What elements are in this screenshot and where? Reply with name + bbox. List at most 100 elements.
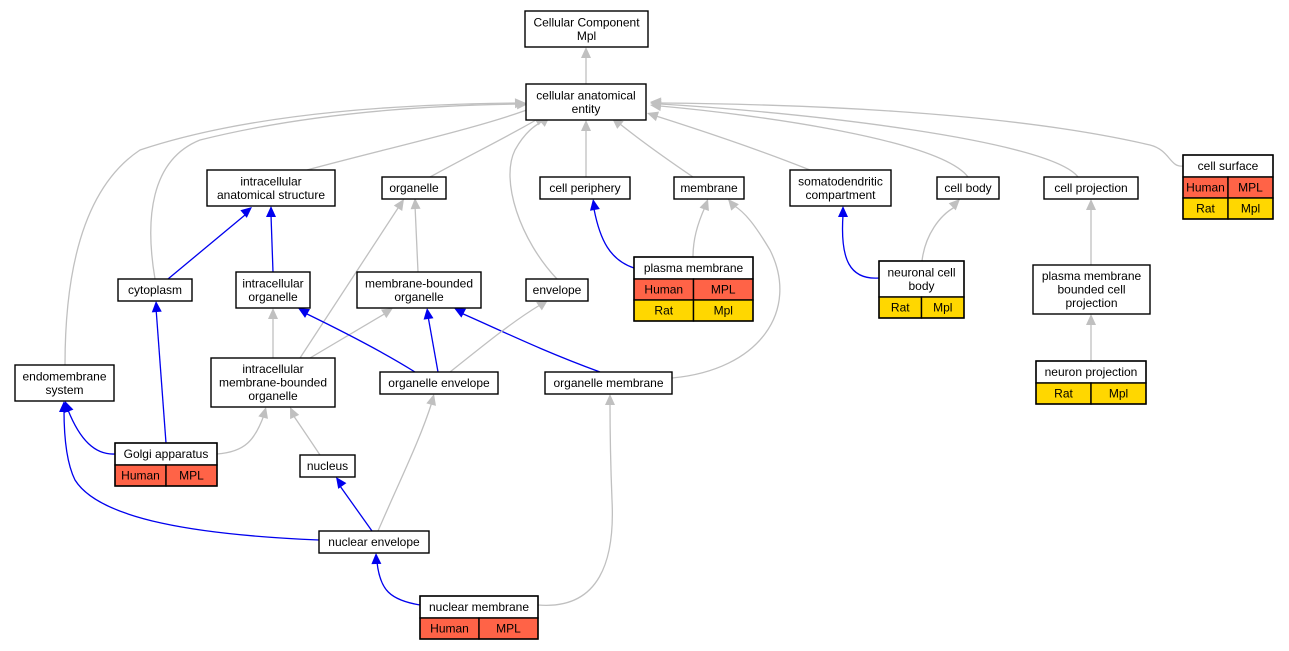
edge-arrowhead xyxy=(59,401,69,412)
node-label: body xyxy=(908,279,934,293)
edge-endomembrane-to-cae xyxy=(64,98,526,366)
species-cell-label: MPL xyxy=(496,622,521,636)
node-orgenvelope[interactable]: organelle envelope xyxy=(379,371,499,395)
edge-arrowhead xyxy=(647,111,660,122)
node-organelle[interactable]: organelle xyxy=(381,176,447,200)
edge-line xyxy=(155,307,167,444)
edge-line xyxy=(292,414,321,456)
species-cell-label: Human xyxy=(644,283,683,297)
node-outline xyxy=(1035,360,1147,405)
node-cytoplasm[interactable]: cytoplasm xyxy=(117,278,193,302)
node-outline xyxy=(114,442,218,487)
node-label: neuronal cell xyxy=(887,265,955,279)
node-label: cell body xyxy=(944,181,991,195)
edge-plasmamembrane-to-cellperiphery xyxy=(589,199,635,269)
node-membrane[interactable]: membrane xyxy=(673,176,745,200)
edge-arrowhead xyxy=(258,407,268,419)
edge-imbo-to-intraorg xyxy=(268,308,278,358)
edges-layer xyxy=(59,47,1184,606)
edge-arrowhead xyxy=(1086,314,1096,325)
edge-orgmembrane-to-mbo xyxy=(454,308,601,373)
edge-cellperiphery-to-cae xyxy=(581,120,591,177)
node-label: organelle xyxy=(389,181,439,195)
edge-cellsurface-to-cae xyxy=(650,97,1184,167)
edge-line xyxy=(306,107,533,171)
node-box xyxy=(235,271,311,309)
edge-line xyxy=(655,115,811,171)
edge-line xyxy=(309,312,387,359)
node-box xyxy=(673,176,745,200)
node-label: nuclear envelope xyxy=(328,535,420,549)
node-box xyxy=(936,176,1000,200)
node-nucleus[interactable]: nucleus xyxy=(299,454,356,478)
node-label: membrane-bounded xyxy=(219,376,327,390)
node-box xyxy=(1032,264,1151,315)
node-label: cell projection xyxy=(1054,181,1127,195)
node-envelope[interactable]: envelope xyxy=(525,278,589,302)
edge-pmbcp-to-cellprojection xyxy=(1086,199,1096,265)
edge-arrowhead xyxy=(393,199,404,211)
edge-line xyxy=(216,414,265,455)
edge-line xyxy=(449,304,541,373)
node-label: cell periphery xyxy=(549,181,620,195)
edge-line xyxy=(429,119,537,178)
node-label: anatomical structure xyxy=(217,188,325,202)
node-nuclearenvelope[interactable]: nuclear envelope xyxy=(318,530,430,554)
node-outline xyxy=(878,260,965,319)
edge-line xyxy=(841,214,880,279)
edge-line xyxy=(377,401,433,532)
edge-line xyxy=(339,485,373,532)
edge-line xyxy=(414,204,419,273)
node-outline xyxy=(1182,154,1274,220)
edge-neuronalcellbody-to-somato xyxy=(838,206,880,279)
node-label: Mpl xyxy=(577,29,596,43)
edge-plasmamembrane-to-membrane xyxy=(692,199,709,258)
edge-arrowhead xyxy=(699,199,709,212)
species-cell-label: Human xyxy=(121,469,160,483)
species-cell-label: Rat xyxy=(1196,202,1215,216)
edge-arrowhead xyxy=(581,47,591,58)
edge-intraorg-to-ias xyxy=(266,206,276,273)
node-label: nuclear membrane xyxy=(429,600,529,614)
node-outline xyxy=(633,256,754,322)
node-box xyxy=(318,530,430,554)
node-cellbody[interactable]: cell body xyxy=(936,176,1000,200)
edge-arrowhead xyxy=(454,308,467,318)
edge-orgmembrane-to-membrane xyxy=(671,199,781,379)
node-label: organelle xyxy=(248,389,298,403)
node-cellperiphery[interactable]: cell periphery xyxy=(539,176,631,200)
node-label: intracellular xyxy=(242,276,303,290)
node-label: organelle membrane xyxy=(553,376,663,390)
edge-line xyxy=(63,409,320,541)
node-cellprojection[interactable]: cell projection xyxy=(1043,176,1139,200)
species-cell-label: MPL xyxy=(711,283,736,297)
edge-line xyxy=(304,312,416,373)
node-label: Golgi apparatus xyxy=(124,447,209,461)
edge-arrowhead xyxy=(948,199,960,211)
node-box xyxy=(539,176,631,200)
species-cell-label: MPL xyxy=(179,469,204,483)
edge-arrowhead xyxy=(268,308,278,319)
node-box xyxy=(544,371,673,395)
edge-arrowhead xyxy=(290,407,300,420)
node-box xyxy=(14,364,115,402)
edge-line xyxy=(67,409,116,455)
edge-arrowhead xyxy=(589,199,600,211)
node-orgmembrane[interactable]: organelle membrane xyxy=(544,371,673,395)
edge-arrowhead xyxy=(728,199,739,211)
